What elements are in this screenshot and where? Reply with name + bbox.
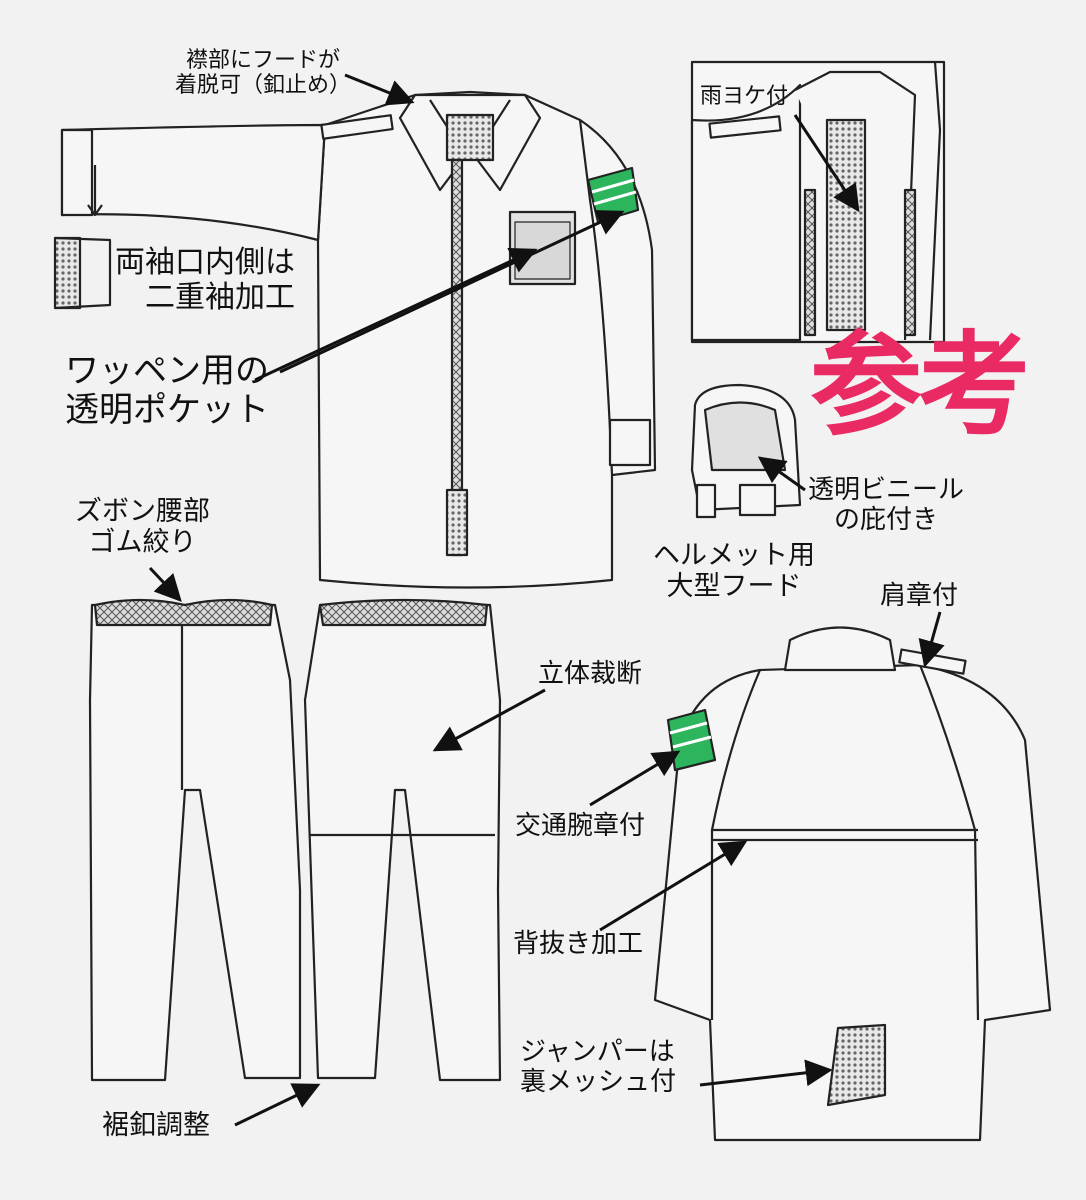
label-helmet-hood: ヘルメット用 大型フード	[653, 540, 815, 603]
label-collar-hood: 襟部にフードが 着脱可（釦止め）	[175, 48, 352, 99]
label-patch-pocket: ワッペン用の 透明ポケット	[65, 351, 269, 431]
pants-back	[303, 598, 502, 1082]
front-jacket	[60, 90, 657, 589]
label-3d-cut: 立体裁断	[538, 659, 643, 689]
inset-inner-detail	[690, 60, 946, 344]
back-jacket	[653, 626, 1052, 1142]
cuff-detail	[53, 236, 112, 310]
pants-front	[88, 598, 302, 1082]
label-armband: 交通腕章付	[515, 811, 646, 841]
label-back-vent: 背抜き加工	[513, 929, 644, 959]
label-shoulder-strap: 肩章付	[880, 581, 959, 611]
label-rain-guard: 雨ヨケ付	[700, 84, 789, 109]
label-waist-rubber: ズボン腰部 ゴム絞り	[75, 496, 210, 559]
label-double-cuff: 両袖口内側は 二重袖加工	[115, 245, 295, 315]
label-visor: 透明ビニール の庇付き	[808, 475, 965, 535]
label-hem-button: 裾釦調整	[102, 1110, 210, 1141]
label-mesh-lining: ジャンパーは 裏メッシュ付	[520, 1037, 677, 1097]
helmet-hood	[690, 383, 802, 519]
reference-stamp: 参考	[810, 321, 1030, 451]
